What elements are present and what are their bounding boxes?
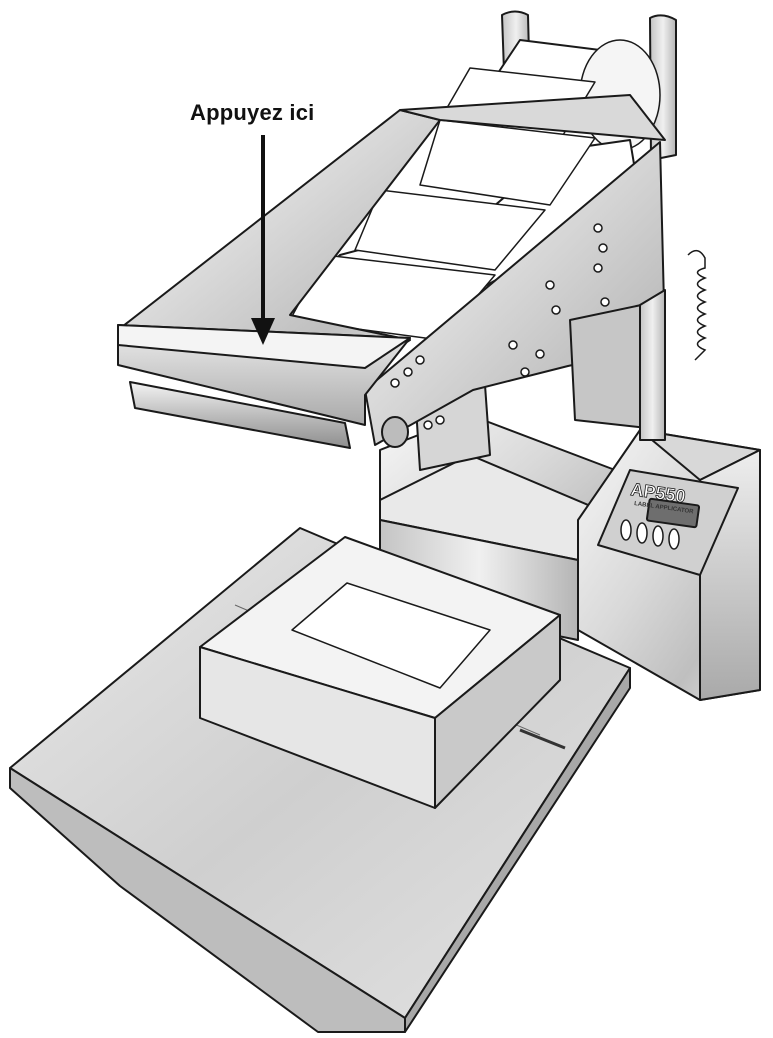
callout-label: Appuyez ici (190, 100, 315, 125)
side-frame (364, 141, 666, 446)
spring (687, 249, 708, 361)
product-box (199, 536, 561, 809)
arrow-down-icon (251, 135, 275, 345)
control-box (577, 429, 761, 701)
press-bar (117, 324, 411, 449)
